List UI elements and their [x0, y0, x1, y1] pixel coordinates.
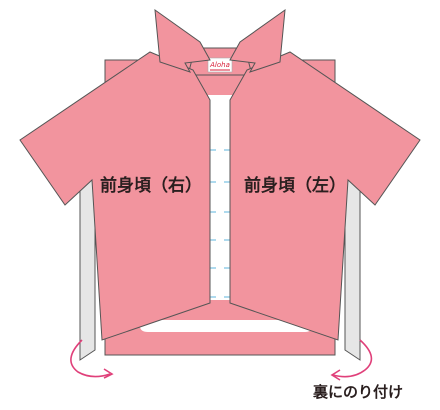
glue-flap-left	[79, 177, 96, 361]
front-panel-right	[19, 51, 211, 341]
glue-on-back-note: 裏にのり付け	[313, 383, 404, 401]
fold-arrow-right	[330, 339, 373, 381]
hem-band	[140, 320, 312, 332]
brand-tag	[207, 57, 233, 73]
brand-tag-text: Aloha	[209, 61, 230, 69]
label-left-front-body: 前身頃（左）	[244, 176, 346, 196]
collar-right	[154, 8, 211, 73]
glue-flap-right	[344, 177, 361, 361]
collar-left	[229, 8, 286, 73]
fold-arrow-left	[70, 339, 114, 379]
front-panel-left	[229, 51, 421, 341]
label-right-front-body: 前身頃（右）	[100, 176, 202, 196]
placket-panel	[208, 95, 232, 300]
